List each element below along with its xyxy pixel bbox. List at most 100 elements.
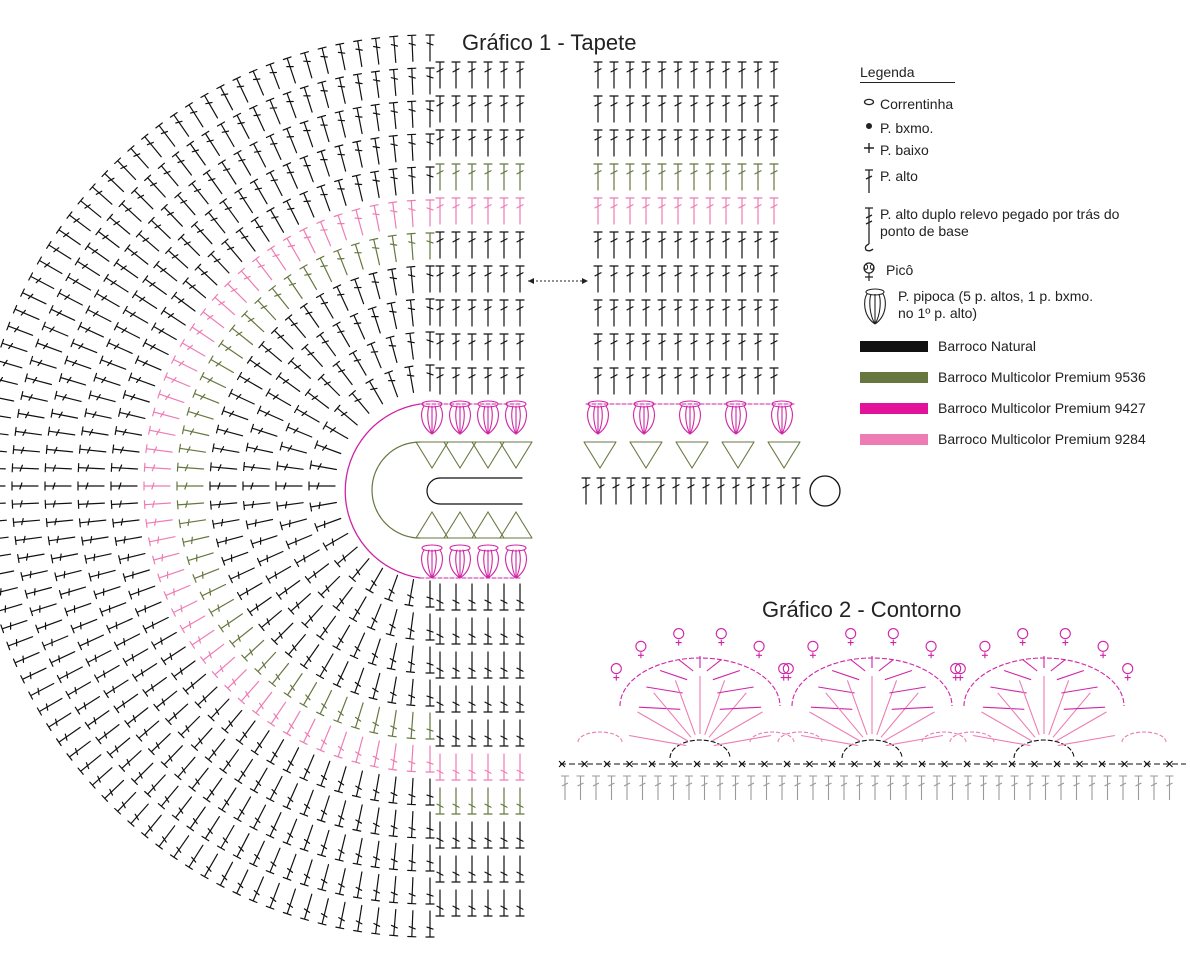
- shell-stitch: [885, 734, 943, 747]
- dc-stitch: [483, 821, 493, 849]
- shell-stitch: [637, 711, 689, 742]
- dc-stitch: [28, 272, 55, 290]
- dc-stitch: [351, 702, 364, 730]
- base-row-stitch: [1088, 775, 1096, 800]
- dc-stitch: [425, 133, 435, 161]
- legend-color-9427: Barroco Multicolor Premium 9427: [860, 400, 1146, 417]
- dc-stitch: [77, 754, 102, 775]
- dc-stitch: [48, 305, 76, 321]
- dc-stitch: [737, 163, 747, 191]
- sc-stitch: [648, 760, 656, 768]
- base-row-stitch: [809, 775, 817, 800]
- legend-label-slip: P. bxmo.: [880, 120, 934, 136]
- dc-stitch: [124, 244, 149, 265]
- dc-stitch: [188, 767, 209, 792]
- dc-stitch: [94, 289, 120, 308]
- dc-stitch: [515, 299, 525, 327]
- dc-stitch: [451, 889, 461, 917]
- legend-label-picot: Picô: [886, 262, 914, 278]
- dc-stitch: [178, 518, 207, 529]
- sc-stitch: [603, 760, 611, 768]
- picot: [753, 640, 765, 652]
- dc-stitch: [47, 535, 76, 546]
- dc-stitch: [0, 415, 12, 419]
- dc-stitch: [268, 285, 290, 310]
- dc-stitch: [122, 390, 150, 403]
- dc-stitch: [407, 877, 417, 905]
- dc-stitch: [245, 442, 274, 454]
- dc-stitch: [721, 231, 731, 259]
- sc-stitch: [1143, 760, 1151, 768]
- dc-stitch: [407, 844, 417, 872]
- dc-stitch: [451, 787, 461, 815]
- dc-stitch: [499, 753, 509, 781]
- dc-stitch: [705, 197, 715, 225]
- dc-stitch: [249, 840, 265, 868]
- dc-stitch: [233, 796, 252, 822]
- dc-stitch: [182, 277, 207, 299]
- dc-stitch: [349, 632, 366, 660]
- dc-stitch: [499, 231, 509, 259]
- dc-stitch: [425, 298, 435, 326]
- dc-stitch: [114, 791, 137, 815]
- dc-stitch: [671, 477, 681, 505]
- dc-stitch: [435, 753, 445, 781]
- dc-stitch: [499, 95, 509, 123]
- v-stitch-group: [443, 510, 477, 539]
- dc-stitch: [370, 773, 380, 802]
- dc-stitch: [0, 485, 6, 487]
- dc-stitch: [467, 753, 477, 781]
- dc-stitch: [388, 134, 398, 163]
- dc-stitch: [404, 579, 415, 607]
- dc-stitch: [435, 889, 445, 917]
- shell-stitch-outer: [878, 659, 894, 672]
- dc-stitch: [304, 388, 330, 409]
- dc-stitch: [657, 197, 667, 225]
- base-row-stitch: [1134, 775, 1143, 800]
- dc-stitch: [224, 280, 247, 303]
- legend-color-natural: Barroco Natural: [860, 338, 1036, 355]
- dc-stitch: [769, 129, 779, 157]
- dc-stitch: [309, 460, 337, 471]
- dc-stitch: [186, 552, 214, 565]
- dc-stitch: [178, 443, 207, 453]
- dc-stitch: [282, 162, 298, 189]
- dc-stitch: [11, 463, 39, 473]
- dc-stitch: [332, 360, 353, 386]
- dc-stitch: [499, 265, 509, 293]
- dc-stitch: [0, 450, 7, 453]
- dc-stitch: [366, 603, 382, 631]
- dc-stitch: [388, 776, 398, 804]
- dc-stitch: [483, 61, 493, 89]
- dc-stitch: [389, 909, 399, 937]
- dc-stitch: [753, 367, 763, 395]
- dc-stitch: [271, 622, 294, 645]
- sc-stitch: [986, 760, 993, 768]
- dc-stitch: [467, 333, 477, 361]
- dc-stitch: [435, 95, 445, 123]
- sc-stitch: [1098, 760, 1106, 768]
- dc-stitch: [134, 355, 162, 371]
- dc-stitch: [689, 231, 699, 259]
- dc-stitch: [304, 563, 330, 584]
- swatch-9427: [860, 403, 928, 414]
- shell-stitch-outer: [638, 706, 681, 710]
- shell-stitch-outer: [646, 686, 683, 694]
- dc-stitch: [352, 871, 363, 899]
- dc-stitch: [89, 767, 113, 789]
- dc-stitch: [143, 462, 172, 472]
- dc-stitch: [334, 110, 346, 138]
- dc-stitch: [84, 710, 110, 730]
- dc-stitch: [406, 232, 416, 261]
- dc-stitch: [499, 719, 509, 747]
- chain-row: [419, 403, 795, 579]
- base-row-stitch: [917, 775, 926, 800]
- dc-stitch: [250, 423, 278, 437]
- base-row-stitch: [824, 775, 833, 800]
- centre-base-row: [439, 477, 523, 505]
- dc-stitch: [246, 596, 272, 617]
- v-stitch-group: [629, 441, 663, 470]
- dc-stitch: [753, 231, 763, 259]
- dc-stitch: [74, 696, 100, 715]
- dc-stitch: [171, 151, 192, 176]
